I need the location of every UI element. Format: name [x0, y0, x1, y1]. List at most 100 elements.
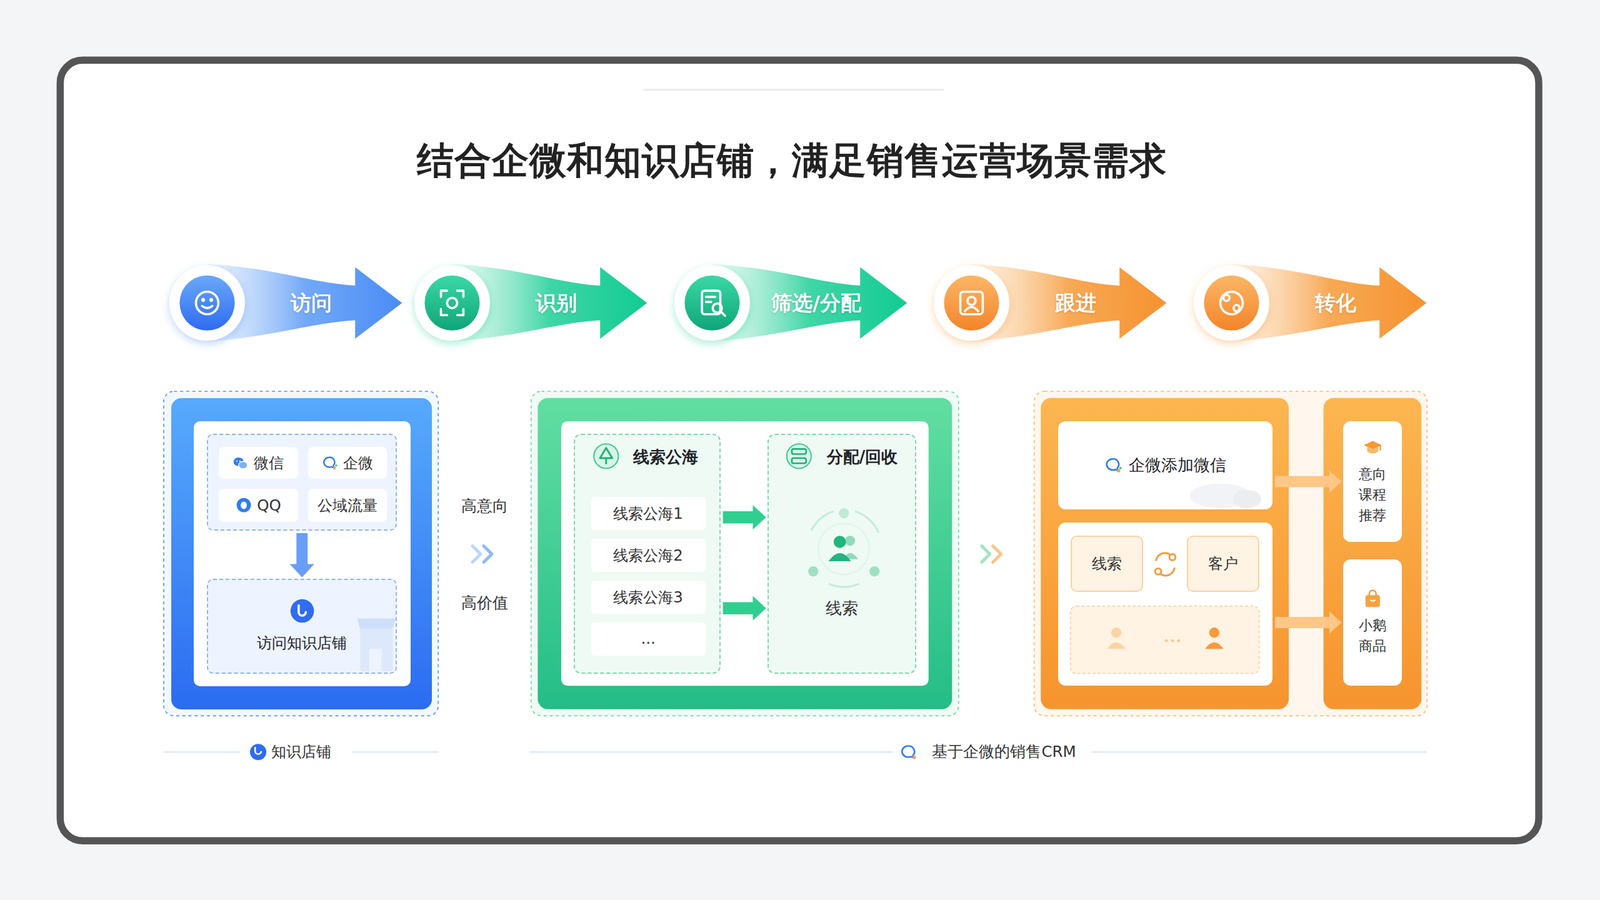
step-arrow-shape [406, 255, 652, 351]
convert-box: 小鹅商品 [1343, 559, 1403, 686]
label: 基于企微的销售CRM [931, 741, 1076, 762]
exchange-icon [1161, 568, 1175, 576]
visit-box-text: 访问知识店铺 [256, 633, 347, 654]
wecom-icon [323, 456, 335, 468]
pool-item-text: ... [640, 628, 655, 649]
people-strip [1165, 639, 1169, 643]
shop-illustration [369, 648, 382, 672]
label-wrap: 高意向 [461, 496, 509, 517]
pool-item: 线索公海3 [591, 580, 706, 614]
step-arrow-shape [201, 306, 212, 309]
wechat-icon [239, 460, 241, 462]
caption-icon [250, 743, 916, 760]
status-chip: 客户 [1186, 535, 1260, 592]
people-strip [1209, 627, 1220, 638]
step-arrow-shape [943, 275, 999, 331]
pool-item: 线索公海1 [591, 496, 706, 530]
step-arrow-shape [1223, 295, 1230, 302]
people-strip [1170, 639, 1174, 643]
step-arrow-shape [1204, 275, 1260, 331]
step-arrow-shape [965, 306, 979, 312]
pool-item: ... [591, 622, 706, 655]
step-arrow-shape [1220, 291, 1244, 315]
step-arrow: 访问 [161, 255, 407, 351]
step-arrow: 筛选/分配 [666, 255, 912, 351]
step-arrow-shape [1233, 305, 1240, 312]
header-icon [791, 448, 807, 454]
people-strip [1176, 639, 1180, 643]
shop-illustration [356, 618, 396, 629]
qq-icon [240, 501, 247, 510]
step-arrow-shape [674, 265, 750, 341]
title: 结合企微和知识店铺，满足销售运营场景需求 [416, 136, 1167, 187]
chat-bubble-illustration [1190, 483, 1262, 509]
step-arrow-shape [720, 311, 725, 317]
step-arrow-shape [440, 290, 464, 315]
cap-icon [1362, 437, 1384, 459]
header-icon [600, 448, 613, 465]
chevron [483, 545, 492, 562]
people-strip [1070, 606, 1260, 674]
step-arrow-shape [960, 291, 983, 315]
logo-icon [298, 605, 306, 616]
crm-panel [537, 398, 952, 710]
flow-arrow [1275, 611, 1342, 634]
step-arrow: 跟进 [925, 255, 1171, 351]
step-arrow-text: 识别 [535, 290, 577, 317]
shop-illustration [360, 627, 393, 672]
step-arrow-shape [446, 298, 457, 309]
exchange-icon [1169, 554, 1176, 561]
convert-box-text: 小鹅商品 [1358, 615, 1387, 657]
step-arrow-shape [202, 299, 205, 302]
header-icon [786, 443, 812, 469]
chevron [993, 545, 1002, 562]
logo-icon [290, 598, 315, 624]
lead-pool-graphic [808, 566, 819, 577]
cap-icon [1366, 446, 1379, 454]
convert-box-text: 意向课程推荐 [1358, 463, 1387, 526]
step-arrow-shape [179, 275, 235, 331]
convert-panel [1323, 398, 1422, 710]
wecom-icon [1116, 468, 1120, 472]
panel-outline [1034, 391, 1428, 716]
lead-pool-box: 线索公海线索公海1线索公海2线索公海3... [573, 433, 721, 674]
people-strip [1106, 642, 1125, 650]
title-wrap: 结合企微和知识店铺，满足销售运营场景需求 [416, 136, 1167, 187]
pool-item-text: 线索公海1 [613, 503, 684, 524]
lead-pool-graphic [833, 535, 847, 549]
panel-outline [531, 391, 959, 716]
step-arrow-shape [169, 265, 245, 341]
chevron [472, 545, 481, 562]
step-arrow-shape [684, 275, 740, 331]
lead-pool-graphic [808, 508, 880, 587]
step-arrow-shape [933, 265, 1010, 341]
channel-chip-text: 微信 [253, 453, 284, 474]
step-arrow-shape [210, 299, 213, 302]
step-arrow-text: 跟进 [1055, 290, 1097, 317]
wechat-icon [232, 455, 249, 472]
chevron [472, 545, 1002, 562]
status-chip-text: 线索 [1091, 553, 1122, 574]
step-arrow-text: 转化 [1315, 290, 1357, 317]
qq-icon [236, 498, 252, 513]
crm-panel-inner [561, 421, 929, 686]
caption-icon [912, 755, 916, 759]
cap-icon [1363, 440, 1382, 450]
step-arrow-shape [1220, 291, 1244, 315]
caption-rule [351, 751, 439, 753]
pool-item: 线索公海2 [591, 538, 706, 572]
people-strip [1111, 627, 1122, 638]
step-arrow-shape [706, 296, 716, 302]
label-wrap: 高价值 [461, 593, 509, 614]
step-arrow-shape [701, 290, 725, 316]
step-arrow-shape [195, 291, 219, 315]
label: 高价值 [461, 593, 509, 614]
header-icon [593, 443, 619, 469]
bag-icon [1368, 590, 1376, 597]
step-arrow-shape [440, 290, 464, 315]
step-arrow: 转化 [1185, 255, 1431, 351]
caption-rule [1091, 751, 1427, 753]
